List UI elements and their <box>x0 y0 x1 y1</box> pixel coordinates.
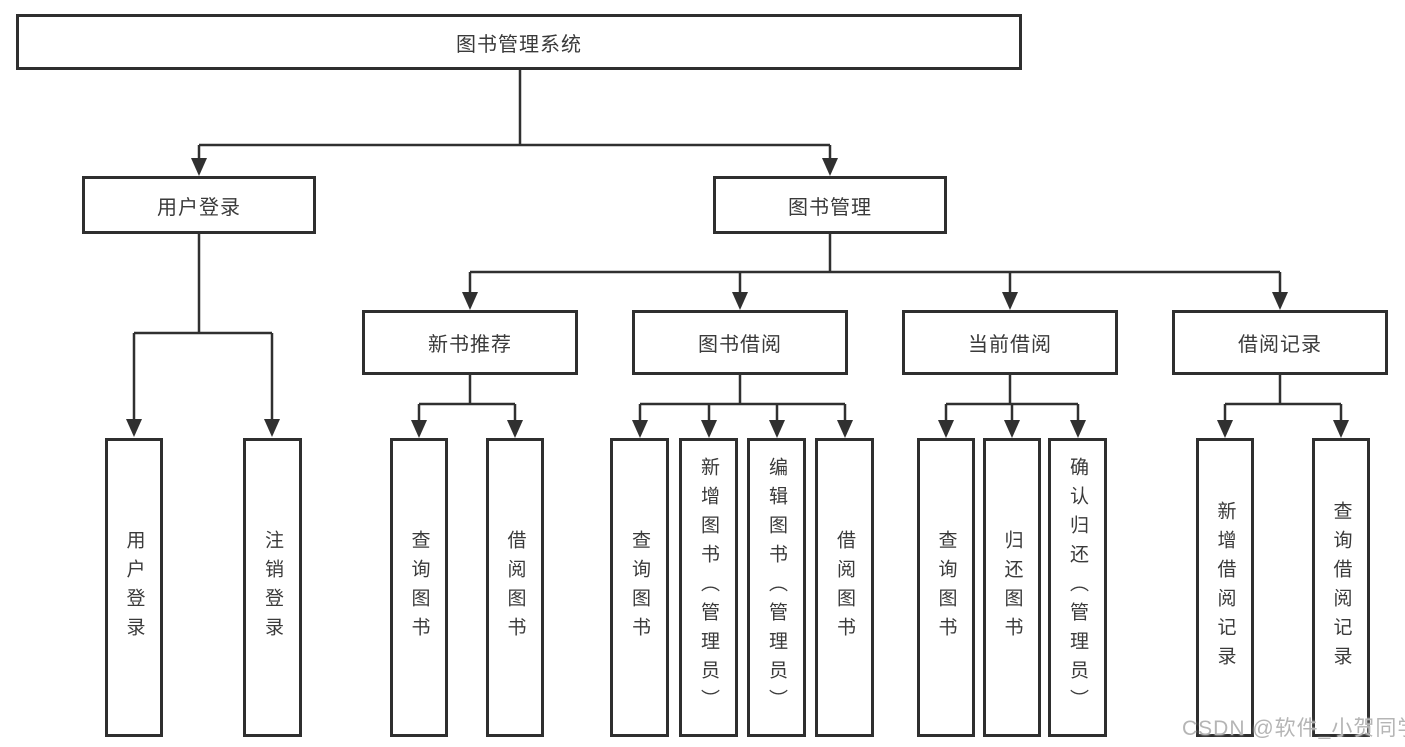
leaf-label: 借阅图书 <box>504 529 526 646</box>
leaf-borrow-books: 借阅图书 <box>486 438 544 737</box>
arrowhead <box>1002 292 1018 310</box>
leaf-logout: 注销登录 <box>243 438 302 737</box>
arrowhead <box>769 420 785 438</box>
node-current-borrowing: 当前借阅 <box>902 310 1118 375</box>
leaf-return-books: 归还图书 <box>983 438 1041 737</box>
arrowhead <box>1272 292 1288 310</box>
node-label: 图书借阅 <box>698 334 782 356</box>
node-library-management-system: 图书管理系统 <box>16 14 1022 70</box>
leaf-label: 编辑图书（管理员） <box>766 457 787 718</box>
leaf-query-books: 查询图书 <box>390 438 448 737</box>
arrowhead <box>632 420 648 438</box>
arrowhead <box>701 420 717 438</box>
leaf-confirm-return-admin: 确认归还（管理员） <box>1048 438 1107 737</box>
connector-records <box>1223 375 1343 422</box>
node-label: 当前借阅 <box>968 334 1052 356</box>
node-label: 图书管理 <box>788 196 872 219</box>
leaf-label: 查询借阅记录 <box>1330 500 1352 675</box>
connector-current <box>944 375 1080 422</box>
connector-login <box>132 234 274 421</box>
arrowhead <box>191 158 207 176</box>
leaf-query-books: 查询图书 <box>917 438 975 737</box>
node-label: 借阅记录 <box>1238 334 1322 356</box>
leaf-label: 新增借阅记录 <box>1214 500 1236 675</box>
connector-borrowing <box>638 375 847 422</box>
arrowhead <box>1004 420 1020 438</box>
leaf-label: 查询图书 <box>408 529 430 646</box>
node-label: 用户登录 <box>157 196 241 219</box>
arrowhead <box>1070 420 1086 438</box>
arrowhead <box>507 420 523 438</box>
arrowhead <box>938 420 954 438</box>
leaf-query-books: 查询图书 <box>610 438 669 737</box>
leaf-add-books-admin: 新增图书（管理员） <box>679 438 738 737</box>
node-book-borrowing: 图书借阅 <box>632 310 848 375</box>
leaf-borrow-books: 借阅图书 <box>815 438 874 737</box>
node-book-management: 图书管理 <box>713 176 947 234</box>
leaf-query-borrow-record: 查询借阅记录 <box>1312 438 1370 737</box>
connector-newbook <box>417 375 517 422</box>
arrowhead <box>264 419 280 437</box>
node-label: 新书推荐 <box>428 334 512 356</box>
watermark: CSDN @软件_小贺同学 <box>1182 717 1405 740</box>
connector-management <box>468 234 1282 294</box>
arrowhead <box>411 420 427 438</box>
arrowhead <box>1217 420 1233 438</box>
leaf-label: 查询图书 <box>629 529 650 646</box>
leaf-label: 新增图书（管理员） <box>698 457 719 718</box>
node-user-login: 用户登录 <box>82 176 316 234</box>
arrowhead <box>732 292 748 310</box>
leaf-label: 注销登录 <box>262 529 283 646</box>
leaf-edit-books-admin: 编辑图书（管理员） <box>747 438 806 737</box>
leaf-label: 归还图书 <box>1001 529 1023 646</box>
leaf-add-borrow-record: 新增借阅记录 <box>1196 438 1254 737</box>
node-new-book-recommendation: 新书推荐 <box>362 310 578 375</box>
leaf-label: 查询图书 <box>935 529 957 646</box>
leaf-label: 用户登录 <box>123 529 145 646</box>
arrowhead <box>837 420 853 438</box>
arrowhead <box>822 158 838 176</box>
node-label: 图书管理系统 <box>456 33 582 56</box>
arrowhead <box>1333 420 1349 438</box>
arrowhead <box>462 292 478 310</box>
arrowhead <box>126 419 142 437</box>
connector-root <box>197 70 832 160</box>
leaf-label: 确认归还（管理员） <box>1067 457 1088 718</box>
leaf-user-login: 用户登录 <box>105 438 163 737</box>
leaf-label: 借阅图书 <box>834 529 855 646</box>
node-borrowing-records: 借阅记录 <box>1172 310 1388 375</box>
